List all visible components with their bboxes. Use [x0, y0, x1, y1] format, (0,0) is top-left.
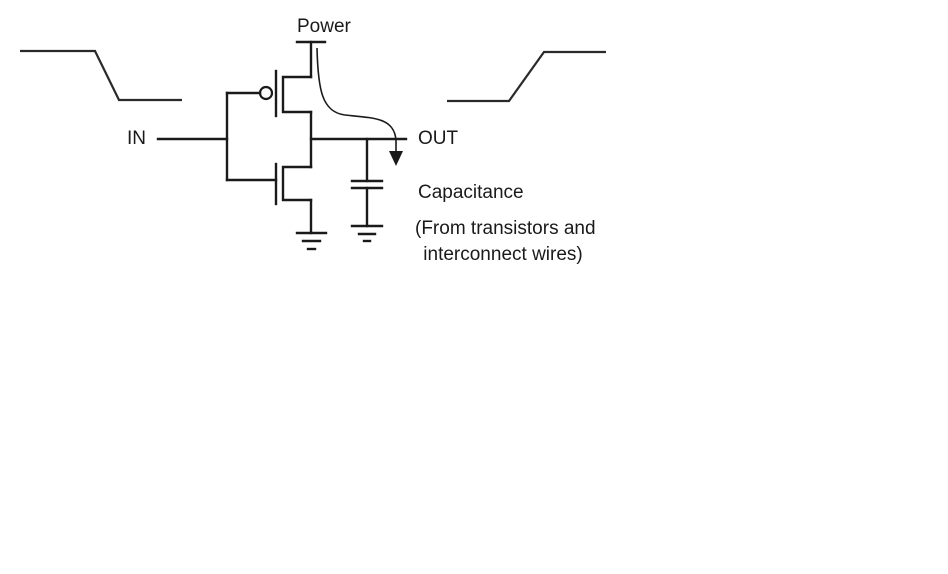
- input-label: IN: [127, 128, 146, 149]
- ground-icon: [295, 198, 328, 251]
- output-waveform: [447, 50, 606, 103]
- capacitance-label: Capacitance: [418, 182, 524, 203]
- capacitance-note-line2: interconnect wires): [418, 244, 583, 265]
- output-label: OUT: [418, 128, 459, 149]
- power-label: Power: [297, 16, 351, 37]
- capacitor-icon: [350, 137, 384, 228]
- power-rail-icon: [295, 40, 327, 79]
- output-wire: [309, 110, 408, 169]
- input-waveform: [20, 49, 182, 102]
- nmos-transistor-icon: [225, 162, 313, 206]
- pmos-transistor-icon: [225, 69, 313, 118]
- capacitance-note-line1: (From transistors and: [415, 218, 596, 239]
- pmos-gate-bubble: [258, 85, 274, 101]
- ground-icon: [350, 224, 384, 243]
- current-arrow-icon: [316, 47, 403, 166]
- input-wire: [156, 91, 229, 182]
